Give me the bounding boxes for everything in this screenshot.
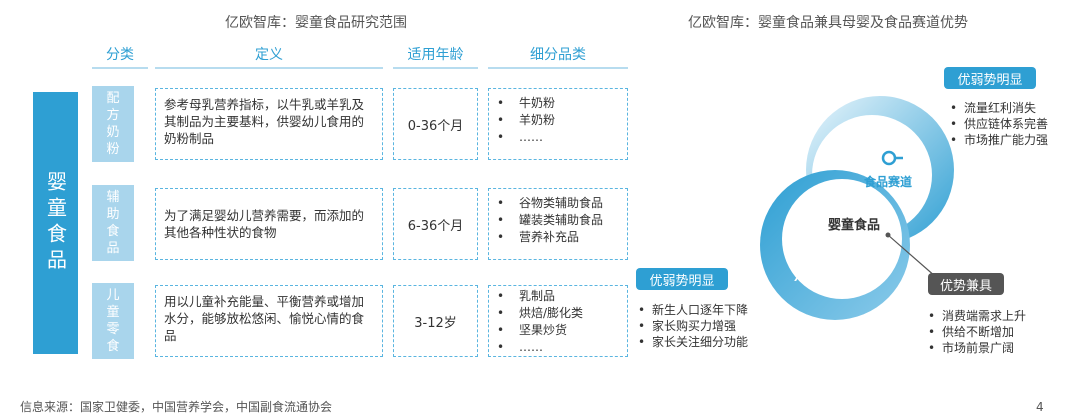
subcategory-list: 乳制品 烘焙/膨化类 坚果炒货 …… [489, 286, 627, 356]
header-underline [155, 67, 383, 69]
mom-track-label: ⁄⁄ 母婴赛道 [797, 268, 850, 285]
list-item: 羊奶粉 [497, 112, 627, 129]
age-formula-milk: 0-36个月 [393, 88, 478, 160]
list-item: 家长关注细分功能 [638, 334, 748, 350]
subcategory-box: 牛奶粉 羊奶粉 …… [488, 88, 628, 160]
definition-kids-snacks: 用以儿童补充能量、平衡营养或增加水分，能够放松悠闲、愉悦心情的食品 [155, 285, 383, 357]
venn-diagram [760, 96, 954, 320]
list-item: 供给不断增加 [928, 324, 1026, 340]
header-underline [488, 67, 628, 69]
subcategory-list: 牛奶粉 羊奶粉 …… [489, 89, 627, 146]
list-item: 供应链体系完善 [950, 116, 1048, 132]
subcategory-box: 谷物类辅助食品 罐装类辅助食品 营养补充品 [488, 188, 628, 260]
mom-points-list: 新生人口逐年下降 家长购买力增强 家长关注细分功能 [638, 302, 748, 350]
header-subcategory: 细分品类 [530, 47, 586, 63]
subcategory-box: 乳制品 烘焙/膨化类 坚果炒货 …… [488, 285, 628, 357]
header-age: 适用年龄 [407, 47, 464, 63]
mom-track-inner [782, 179, 902, 299]
header-definition: 定义 [255, 47, 283, 63]
slash-logo-icon: ⁄⁄ [797, 268, 799, 285]
connector-line [887, 234, 937, 278]
list-item: …… [497, 129, 627, 146]
tag-both-advantage: 优势兼具 [928, 273, 1004, 295]
list-item: 市场前景广阔 [928, 340, 1026, 356]
connector-dot [885, 232, 891, 238]
tag-mom-advantage: 优弱势明显 [636, 268, 728, 290]
header-underline [393, 67, 478, 69]
list-item: 消费端需求上升 [928, 308, 1026, 324]
definition-formula-milk: 参考母乳营养指标，以牛乳或羊乳及其制品为主要基料，供婴幼儿食用的奶粉制品 [155, 88, 383, 160]
list-item: 坚果炒货 [497, 322, 627, 339]
list-item: 市场推广能力强 [950, 132, 1048, 148]
main-category: 婴童食品 [33, 92, 78, 354]
definition-complementary-food: 为了满足婴幼儿营养需要，而添加的其他各种性状的食物 [155, 188, 383, 260]
header-underline [92, 67, 148, 69]
center-label: 婴童食品 [828, 218, 881, 233]
left-title: 亿欧智库：婴童食品研究范围 [225, 15, 407, 31]
mom-track-text: 母婴赛道 [801, 270, 850, 284]
age-kids-snacks: 3-12岁 [393, 285, 478, 357]
list-item: …… [497, 339, 627, 356]
age-complementary-food: 6-36个月 [393, 188, 478, 260]
food-points-list: 流量红利消失 供应链体系完善 市场推广能力强 [950, 100, 1048, 148]
page-number: 4 [1036, 400, 1044, 414]
right-title: 亿欧智库：婴童食品兼具母婴及食品赛道优势 [688, 15, 968, 31]
list-item: 营养补充品 [497, 229, 627, 246]
list-item: 牛奶粉 [497, 95, 627, 112]
category-kids-snacks: 儿童零食 [92, 283, 134, 359]
list-item: 烘焙/膨化类 [497, 305, 627, 322]
list-item: 家长购买力增强 [638, 318, 748, 334]
source-note: 信息来源：国家卫健委，中国营养学会，中国副食流通协会 [20, 400, 333, 414]
category-formula-milk: 配方奶粉 [92, 86, 134, 162]
list-item: 新生人口逐年下降 [638, 302, 748, 318]
header-category: 分类 [106, 47, 134, 63]
food-track-label: 食品赛道 [864, 175, 913, 189]
category-complementary-food: 辅助食品 [92, 185, 134, 261]
subcategory-list: 谷物类辅助食品 罐装类辅助食品 营养补充品 [489, 189, 627, 246]
list-item: 谷物类辅助食品 [497, 195, 627, 212]
list-item: 罐装类辅助食品 [497, 212, 627, 229]
both-points-list: 消费端需求上升 供给不断增加 市场前景广阔 [928, 308, 1026, 356]
tag-food-advantage: 优弱势明显 [944, 67, 1036, 89]
list-item: 乳制品 [497, 288, 627, 305]
list-item: 流量红利消失 [950, 100, 1048, 116]
